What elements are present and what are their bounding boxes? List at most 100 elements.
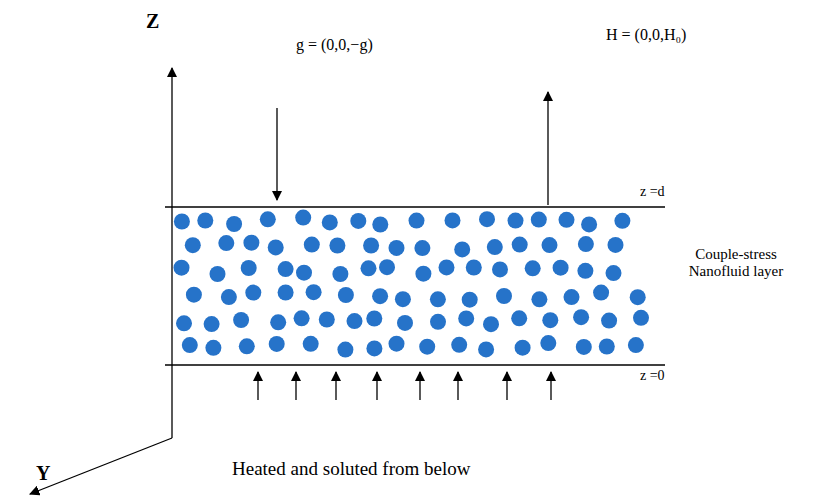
nanoparticle [540, 335, 556, 351]
nanoparticle [487, 239, 503, 255]
nanoparticle [185, 237, 201, 253]
heat-arrow [257, 372, 258, 400]
nanoparticle [218, 235, 234, 251]
nanoparticle [372, 288, 388, 304]
y-axis [30, 438, 172, 494]
nanoparticle [322, 214, 338, 230]
nanoparticle [451, 337, 467, 353]
gravity-label: g = (0,0,−g) [296, 36, 373, 54]
nanoparticle [338, 287, 354, 303]
heat-arrow [335, 372, 336, 400]
nanoparticle [233, 312, 249, 328]
nanoparticle [350, 213, 366, 229]
heat-arrow [376, 372, 377, 400]
nanoparticle [479, 211, 495, 227]
nanoparticle [496, 288, 512, 304]
nanoparticle [415, 266, 431, 282]
nanoparticle [366, 340, 382, 356]
nanoparticle [241, 260, 257, 276]
nanoparticle [294, 310, 310, 326]
nanoparticle [608, 237, 624, 253]
nanoparticle [319, 312, 335, 328]
nanoparticle [633, 310, 649, 326]
nanoparticle [458, 310, 474, 326]
nanoparticle [205, 340, 221, 356]
nanoparticle [542, 237, 558, 253]
nanoparticle [337, 342, 353, 358]
nanoparticle [492, 261, 508, 277]
upper-boundary [165, 206, 665, 207]
nanoparticle [306, 284, 322, 300]
nanoparticle [278, 261, 294, 277]
nanoparticle [581, 216, 597, 232]
nanoparticle [210, 266, 226, 282]
nanoparticle [531, 291, 547, 307]
nanoparticle [303, 336, 319, 352]
heat-arrow [457, 372, 458, 400]
nanoparticle [366, 311, 382, 327]
nanoparticle [239, 338, 255, 354]
nanoparticle [296, 265, 312, 281]
nanoparticle [614, 213, 630, 229]
nanoparticle [268, 239, 284, 255]
nanoparticle [515, 340, 531, 356]
nanoparticle [329, 238, 345, 254]
field-label: H = (0,0,H₀) [606, 26, 686, 44]
nanoparticle [445, 212, 461, 228]
nanoparticle [270, 314, 286, 330]
nanoparticle [576, 339, 592, 355]
nanoparticle [174, 214, 190, 230]
heat-arrow [506, 372, 507, 400]
nanoparticle [577, 263, 593, 279]
nanoparticle [511, 310, 527, 326]
nanoparticle [628, 337, 644, 353]
nanoparticle [606, 265, 622, 281]
nanoparticle [186, 287, 202, 303]
boundary-label: z =0 [640, 368, 665, 384]
nanoparticle [439, 259, 455, 275]
gravity-arrow [276, 108, 277, 200]
heat-arrow [550, 372, 551, 400]
nanoparticle [204, 316, 220, 332]
nanoparticle [419, 339, 435, 355]
nanoparticle [599, 339, 615, 355]
nanoparticle [361, 260, 377, 276]
nanoparticle [347, 313, 363, 329]
field-arrow [547, 92, 548, 205]
boundary-label: z =d [640, 184, 665, 200]
nanoparticle [260, 211, 276, 227]
nanoparticle [564, 289, 580, 305]
nanoparticle [176, 315, 192, 331]
nanoparticle [542, 312, 558, 328]
nanoparticle [395, 291, 411, 307]
heat-arrow [295, 372, 296, 400]
heat-arrow [419, 372, 420, 400]
nanoparticle [462, 292, 478, 308]
nanoparticle [409, 213, 425, 229]
nanoparticle [559, 212, 575, 228]
nanoparticle [197, 213, 213, 229]
nanoparticle [630, 289, 646, 305]
nanoparticle [430, 291, 446, 307]
nanoparticle [512, 237, 528, 253]
nanoparticle [269, 336, 285, 352]
nanoparticle [397, 315, 413, 331]
nanoparticle [174, 260, 190, 276]
nanoparticle [430, 314, 446, 330]
nanoparticle [182, 337, 198, 353]
axis-label: Z [146, 10, 159, 33]
nanoparticle [531, 212, 547, 228]
lower-boundary [165, 364, 665, 365]
nanoparticle [508, 213, 524, 229]
nanoparticle [226, 216, 242, 232]
nanoparticle [483, 316, 499, 332]
nanoparticle [332, 266, 348, 282]
z-axis [171, 68, 172, 438]
nanoparticle [245, 285, 261, 301]
nanoparticle [389, 336, 405, 352]
nanoparticle [593, 285, 609, 301]
heating-arrows [258, 372, 551, 400]
nanoparticle [379, 259, 395, 275]
nanoparticle [221, 289, 237, 305]
